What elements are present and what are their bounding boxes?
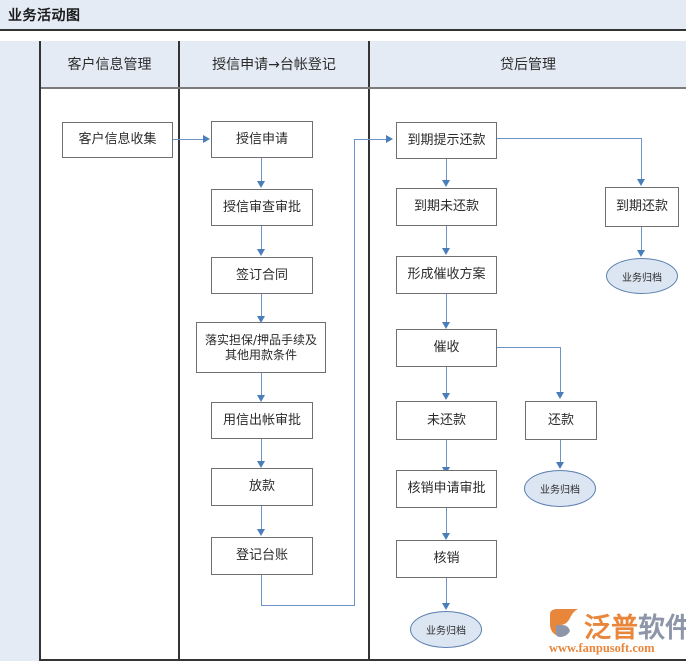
swimlane-header-row: 客户信息管理 授信申请→台帐登记 贷后管理 — [41, 41, 686, 89]
watermark-logo: 泛普软件 www.fanpusoft.com — [548, 606, 686, 662]
connector-unpaid-to-plan — [446, 226, 447, 249]
connector-ledger-down — [261, 575, 262, 605]
left-rail-column — [0, 41, 41, 661]
node-due-reminder-repay[interactable]: 到期提示还款 — [396, 122, 497, 159]
connector-reminder-to-due-repaid-h — [497, 138, 642, 139]
connector-due-repaid-to-archive1 — [641, 227, 642, 251]
connector-not-repaid-to-writeoff-approval — [446, 440, 447, 468]
node-form-collection-plan[interactable]: 形成催收方案 — [396, 256, 497, 294]
arrowhead-repaid-to-archive2 — [556, 462, 564, 469]
column-divider-1 — [178, 89, 180, 661]
node-due-unpaid[interactable]: 到期未还款 — [396, 188, 497, 226]
arrowhead-disburse-to-ledger — [257, 529, 265, 536]
terminator-archive-2[interactable]: 业务归档 — [524, 470, 596, 507]
node-due-repaid[interactable]: 到期还款 — [605, 187, 679, 227]
arrowhead-collection-to-not-repaid — [442, 393, 450, 400]
title-bar: 业务活动图 — [0, 0, 686, 31]
logo-brand-part2: 软件 — [638, 613, 686, 644]
arrowhead-writeoff-approval-to-writeoff — [442, 533, 450, 540]
arrowhead-application-to-review — [257, 181, 265, 188]
connector-application-to-review — [261, 158, 262, 182]
node-not-repaid[interactable]: 未还款 — [396, 401, 497, 440]
connector-writeoff-approval-to-writeoff — [446, 508, 447, 534]
node-writeoff[interactable]: 核销 — [396, 540, 497, 578]
connector-reminder-to-due-repaid-v — [641, 138, 642, 180]
connector-reminder-to-unpaid — [446, 159, 447, 181]
arrowhead-reminder-to-unpaid — [442, 180, 450, 187]
arrowhead-reminder-to-due-repaid — [637, 179, 645, 186]
page-title: 业务活动图 — [8, 8, 81, 24]
terminator-archive-1[interactable]: 业务归档 — [606, 258, 678, 294]
logo-url-text: www.fanpusoft.com — [549, 641, 655, 655]
arrowhead-approval-to-disburse — [257, 461, 265, 468]
connector-guarantee-to-disbursement-approval — [261, 373, 262, 396]
node-credit-review-approval[interactable]: 授信审查审批 — [211, 189, 313, 226]
swimlane-header-customer-info: 客户信息管理 — [67, 57, 152, 73]
arrowhead-unpaid-to-plan — [442, 248, 450, 255]
node-loan-disbursement-approval[interactable]: 用信出帐审批 — [211, 402, 313, 439]
connector-review-to-contract — [261, 226, 262, 250]
node-collection[interactable]: 催收 — [396, 329, 497, 367]
connector-writeoff-to-archive3 — [446, 578, 447, 604]
column-divider-2 — [368, 89, 370, 661]
arrowhead-due-repaid-to-archive1 — [637, 250, 645, 257]
node-disburse[interactable]: 放款 — [211, 468, 313, 506]
terminator-archive-3[interactable]: 业务归档 — [410, 611, 482, 648]
node-guarantee-formalities[interactable]: 落实担保/押品手续及其他用款条件 — [196, 322, 326, 373]
connector-ledger-to-due-reminder — [354, 139, 386, 140]
arrowhead-guarantee-to-disbursement-approval — [257, 395, 265, 402]
node-customer-info-collect[interactable]: 客户信息收集 — [62, 122, 173, 158]
connector-collection-to-repaid-v — [560, 347, 561, 393]
logo-brand-part1: 泛普 — [584, 613, 638, 644]
connector-repaid-to-archive2 — [560, 440, 561, 463]
arrowhead-contract-to-guarantee — [257, 316, 265, 323]
node-writeoff-apply-approval[interactable]: 核销申请审批 — [396, 470, 497, 508]
arrowhead-ledger-to-due-reminder — [386, 135, 393, 143]
arrowhead-collect-to-application — [203, 135, 210, 143]
connector-ledger-right — [261, 605, 355, 606]
node-register-ledger[interactable]: 登记台账 — [211, 537, 313, 575]
arrowhead-collection-to-repaid — [556, 392, 564, 399]
arrowhead-writeoff-to-archive3 — [442, 603, 450, 610]
arrowhead-plan-to-collection — [442, 322, 450, 329]
logo-brand-text: 泛普软件 — [584, 606, 686, 645]
connector-approval-to-disburse — [261, 439, 262, 462]
connector-collection-to-not-repaid — [446, 367, 447, 394]
node-repaid[interactable]: 还款 — [525, 401, 597, 440]
fanpu-logo-mark-icon — [550, 609, 578, 637]
connector-disburse-to-ledger — [261, 506, 262, 530]
connector-collection-to-repaid-h — [497, 347, 561, 348]
swimlane-header-credit-application: 授信申请→台帐登记 — [178, 41, 368, 87]
node-sign-contract[interactable]: 签订合同 — [211, 257, 313, 294]
arrowhead-review-to-contract — [257, 249, 265, 256]
connector-ledger-up — [354, 139, 355, 606]
connector-contract-to-guarantee — [261, 294, 262, 317]
connector-collect-to-application — [173, 139, 204, 140]
swimlane-header-post-loan: 贷后管理 — [368, 41, 686, 87]
connector-plan-to-collection — [446, 294, 447, 323]
node-credit-application[interactable]: 授信申请 — [211, 121, 313, 158]
